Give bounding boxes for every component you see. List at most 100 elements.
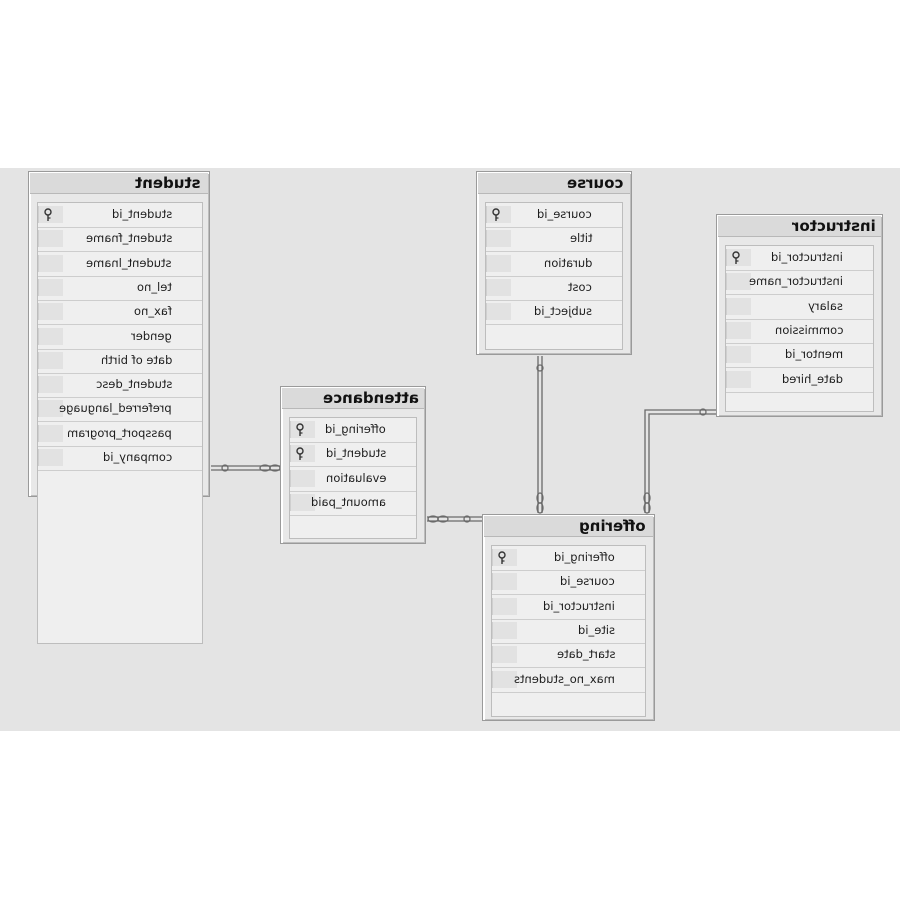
field-name: site_id bbox=[577, 622, 615, 637]
rel-offering-attendance bbox=[427, 515, 484, 523]
field-name: date of birth bbox=[100, 352, 172, 367]
field-type-cell bbox=[38, 449, 63, 466]
field-name: salary bbox=[808, 298, 843, 313]
field-row[interactable]: duration bbox=[486, 252, 622, 277]
field-row[interactable]: tel_no bbox=[38, 276, 202, 301]
field-row[interactable]: passport_program bbox=[38, 422, 202, 447]
field-type-cell bbox=[38, 230, 63, 248]
field-name: company_id bbox=[102, 450, 172, 464]
field-type-cell bbox=[38, 351, 63, 369]
field-type-cell bbox=[38, 400, 63, 418]
field-type-cell bbox=[492, 573, 517, 591]
field-type-cell bbox=[726, 321, 751, 339]
field-type-cell bbox=[486, 303, 511, 321]
field-row[interactable]: preferred_language bbox=[38, 397, 202, 423]
field-type-cell bbox=[492, 646, 517, 664]
key-icon bbox=[44, 208, 52, 221]
field-row[interactable]: offering_id bbox=[290, 418, 416, 443]
field-list: offering_id course_id instructor_id site_id… bbox=[491, 545, 646, 717]
field-type-cell bbox=[492, 670, 517, 688]
field-type-cell bbox=[726, 370, 751, 388]
field-name: evaluation bbox=[325, 470, 387, 485]
table-header bbox=[30, 173, 208, 194]
field-row[interactable]: fax_no bbox=[38, 300, 202, 326]
table-title-attendance: attendance bbox=[323, 389, 419, 407]
field-name: commission bbox=[774, 322, 843, 337]
field-name: duration bbox=[543, 255, 592, 270]
field-row[interactable]: evaluation bbox=[290, 467, 416, 492]
field-row[interactable]: mentor_id bbox=[726, 343, 873, 369]
field-row[interactable]: student_id bbox=[290, 442, 416, 468]
field-row[interactable]: salary bbox=[726, 295, 873, 320]
key-icon bbox=[498, 551, 506, 564]
field-row[interactable]: course_id bbox=[492, 570, 645, 596]
field-type-cell bbox=[38, 424, 63, 442]
field-name: student_id bbox=[325, 446, 386, 461]
field-name: start_date bbox=[556, 647, 615, 662]
field-row[interactable]: title bbox=[486, 227, 622, 253]
table-title-instructor: instructor bbox=[792, 217, 876, 235]
field-name: offering_id bbox=[325, 422, 386, 436]
field-name: student_desc bbox=[95, 377, 172, 392]
field-row[interactable]: subject_id bbox=[486, 300, 622, 326]
field-row[interactable]: offering_id bbox=[492, 546, 645, 571]
field-type-cell bbox=[492, 597, 517, 615]
field-type-cell bbox=[486, 230, 511, 248]
field-name: instructor_name bbox=[749, 274, 843, 289]
field-name: student_id bbox=[111, 207, 172, 221]
field-type-cell bbox=[726, 346, 751, 364]
field-row[interactable]: date of birth bbox=[38, 349, 202, 374]
field-row[interactable]: instructor_name bbox=[726, 270, 873, 296]
field-type-cell bbox=[726, 297, 751, 315]
field-name: course_id bbox=[560, 574, 615, 589]
field-type-cell bbox=[486, 254, 511, 272]
field-row[interactable]: student_fname bbox=[38, 227, 202, 253]
field-name: amount_paid bbox=[311, 494, 386, 509]
key-icon bbox=[492, 208, 500, 221]
field-type-cell bbox=[38, 303, 63, 321]
field-name: student_fname bbox=[85, 231, 172, 246]
field-row[interactable]: cost bbox=[486, 276, 622, 301]
table-header bbox=[718, 216, 881, 237]
field-row[interactable]: course_id bbox=[486, 203, 622, 228]
rel-course-offering bbox=[536, 356, 544, 514]
field-row[interactable]: gender bbox=[38, 325, 202, 350]
field-name: mentor_id bbox=[784, 347, 843, 362]
table-title-student: student bbox=[135, 174, 201, 192]
field-list: student_id student_fname student_lname tel_… bbox=[37, 202, 203, 644]
field-row[interactable]: max_no_students bbox=[492, 668, 645, 693]
table-attendance[interactable]: attendance offering_id student_id evaluati… bbox=[280, 386, 426, 544]
rel-instructor-offering bbox=[643, 408, 716, 514]
key-icon bbox=[732, 251, 740, 264]
field-row[interactable]: instructor_id bbox=[492, 595, 645, 620]
table-header bbox=[484, 516, 653, 537]
field-type-cell bbox=[492, 621, 517, 639]
field-row[interactable]: student_id bbox=[38, 203, 202, 228]
field-row[interactable]: instructor_id bbox=[726, 246, 873, 271]
field-name: fax_no bbox=[134, 304, 172, 319]
field-type-cell bbox=[38, 254, 63, 272]
one-marker bbox=[221, 464, 229, 472]
field-row[interactable]: start_date bbox=[492, 643, 645, 669]
field-name: title bbox=[569, 231, 592, 246]
one-marker bbox=[463, 515, 471, 523]
field-row[interactable]: site_id bbox=[492, 619, 645, 644]
field-name: tel_no bbox=[137, 279, 172, 294]
rel-student-attendance bbox=[211, 464, 282, 472]
field-name: max_no_students bbox=[514, 671, 615, 686]
field-row[interactable]: commission bbox=[726, 319, 873, 344]
field-row[interactable]: student_lname bbox=[38, 252, 202, 277]
field-row[interactable]: student_desc bbox=[38, 373, 202, 399]
field-row[interactable]: date_hired bbox=[726, 368, 873, 393]
field-list: offering_id student_id evaluation amount_pa… bbox=[289, 417, 417, 539]
field-name: cost bbox=[568, 279, 592, 294]
field-row[interactable]: amount_paid bbox=[290, 491, 416, 516]
table-student[interactable]: student student_id student_fname student_l… bbox=[28, 171, 210, 644]
field-row[interactable]: company_id bbox=[38, 446, 202, 471]
field-name: instructor_id bbox=[543, 598, 615, 613]
